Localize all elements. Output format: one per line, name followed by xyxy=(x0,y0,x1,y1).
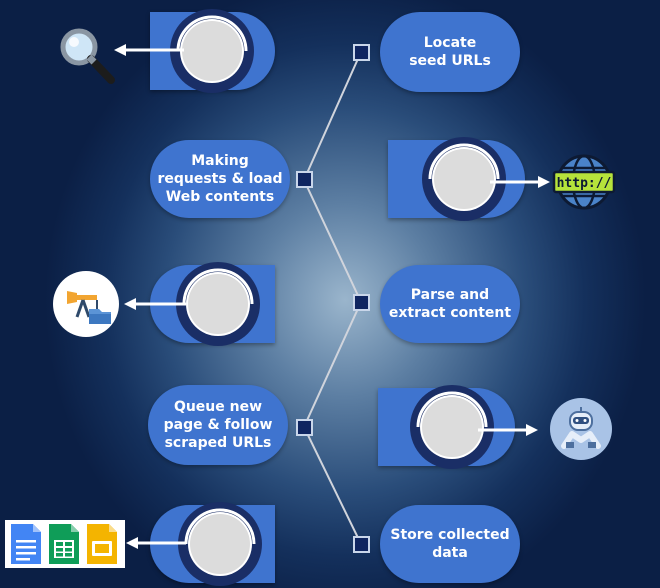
step-parse-label: Parse and extract content xyxy=(388,287,512,321)
docs-icon xyxy=(11,524,41,564)
arrow-to-robot xyxy=(478,424,538,436)
connector-node-3 xyxy=(353,294,370,311)
data-mining-icon xyxy=(53,271,119,337)
ring-3 xyxy=(176,262,260,346)
robot-icon xyxy=(550,398,612,460)
connector-node-4 xyxy=(296,419,313,436)
arrow-to-http xyxy=(490,176,550,188)
step-store-label: Store collected data xyxy=(390,527,510,561)
slides-icon xyxy=(87,524,117,564)
arrow-to-search xyxy=(114,44,184,56)
arrow-to-miner xyxy=(124,298,186,310)
ring-5 xyxy=(178,502,262,586)
connector-node-5 xyxy=(353,536,370,553)
ring-1 xyxy=(170,9,254,93)
ring-4 xyxy=(410,385,494,469)
step-queue-new-page: Queue new page & follow scraped URLs xyxy=(148,385,288,465)
http-label: http:// xyxy=(557,176,612,191)
document-spreadsheet-slides-icons xyxy=(5,520,125,568)
step-parse-extract: Parse and extract content xyxy=(380,265,520,343)
http-globe-icon: http:// xyxy=(552,154,616,210)
sheets-icon xyxy=(49,524,79,564)
step-queue-label: Queue new page & follow scraped URLs xyxy=(163,399,273,451)
ring-2 xyxy=(422,137,506,221)
step-making-requests: Making requests & load Web contents xyxy=(150,140,290,218)
arrow-to-docs xyxy=(126,537,186,549)
magnifier-icon xyxy=(60,28,115,84)
step-store-data: Store collected data xyxy=(380,505,520,583)
connector-node-2 xyxy=(296,171,313,188)
step-locate-seed-urls: Locate seed URLs xyxy=(380,12,520,92)
connector-node-1 xyxy=(353,44,370,61)
step-locate-label: Locate seed URLs xyxy=(409,35,491,69)
step-request-label: Making requests & load Web contents xyxy=(157,153,283,205)
